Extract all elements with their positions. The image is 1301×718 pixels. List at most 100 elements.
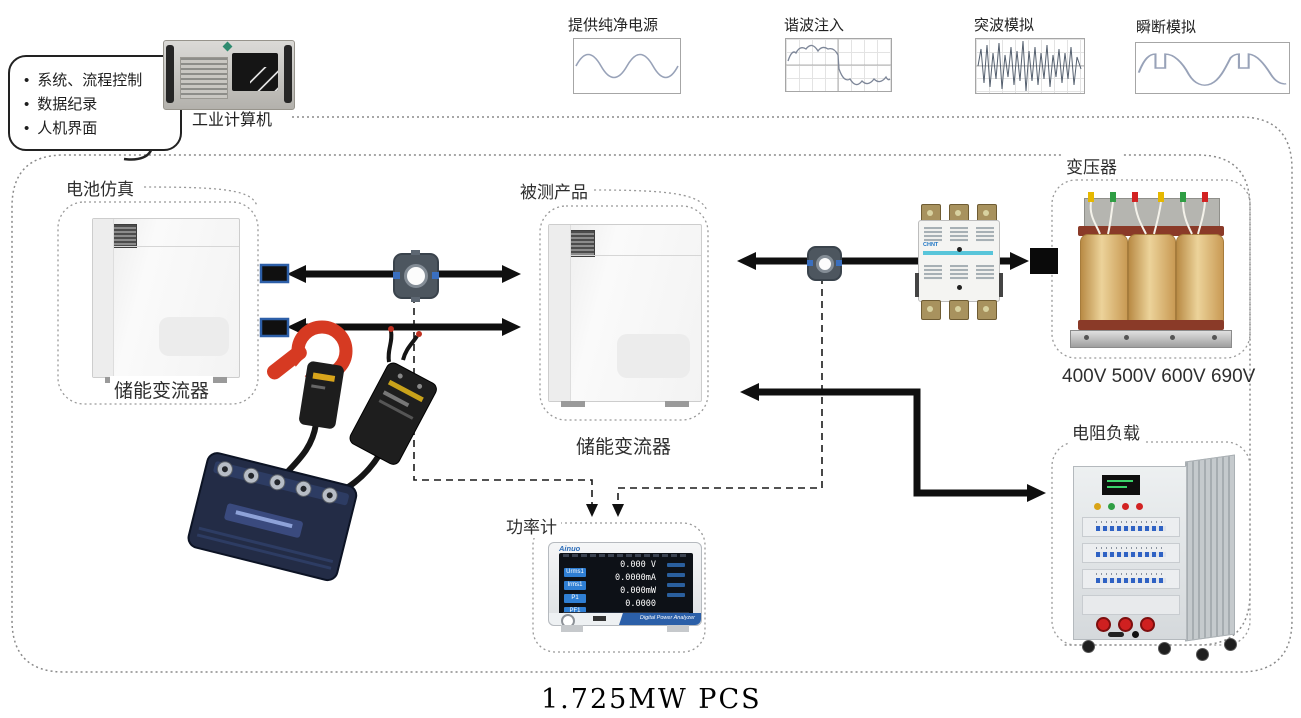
contactor-terminal <box>949 300 969 320</box>
pc-vent-grille <box>180 57 228 99</box>
transformer-box <box>1051 179 1251 359</box>
pc-logo-icon <box>222 41 233 52</box>
wire-nub-red <box>1132 192 1138 202</box>
load-cabinet-image <box>1073 466 1187 640</box>
probe-adapter <box>349 362 437 465</box>
wire-nub-green <box>1180 192 1186 202</box>
harmonic-wave-icon <box>785 38 892 92</box>
contactor-screw <box>957 247 962 252</box>
current-sensor-icon <box>807 246 842 281</box>
clamp-probe-body <box>299 361 344 429</box>
adapter-lead-black <box>386 330 394 363</box>
waveform-label-interrupt: 瞬断模拟 <box>1136 19 1197 36</box>
arrowhead <box>502 318 521 336</box>
contactor-grille <box>976 265 994 280</box>
contactor-image: CHNT <box>915 204 1003 320</box>
transformer-label: 变压器 <box>1062 153 1121 178</box>
callout-bullet-1: •系统、流程控制 <box>24 72 143 89</box>
coil-top-plate <box>1078 226 1224 236</box>
battery-terminal-block <box>259 263 290 284</box>
arrowhead <box>1027 484 1046 502</box>
load-label: 电阻负载 <box>1068 419 1144 444</box>
meter-knob <box>561 614 575 625</box>
sine-wave-icon <box>573 38 681 94</box>
base-bolt <box>1170 335 1175 340</box>
pc-handle <box>166 45 174 103</box>
industrial-computer-label: 工业计算机 <box>192 112 273 129</box>
contactor-grille <box>950 227 968 242</box>
contactor-terminal <box>977 300 997 320</box>
sensor-pin <box>807 260 813 266</box>
waveform-label-surge: 突波模拟 <box>974 17 1035 34</box>
power-meter-product: Digital Power Analyzer <box>639 615 695 621</box>
arrowhead <box>1010 252 1029 270</box>
cabinet-side <box>549 225 572 401</box>
contactor-grille <box>950 265 968 280</box>
cabinet-side <box>93 219 115 377</box>
pc-front-window <box>232 53 278 91</box>
lead-tip-red <box>388 326 394 332</box>
adapter-lead-red <box>401 334 419 361</box>
clamp-jaw-gap <box>294 354 316 378</box>
dut-box <box>539 205 709 421</box>
caster-wheel <box>1224 638 1237 651</box>
diagram-title: 1.725MW PCS <box>541 684 762 715</box>
industrial-computer-image <box>163 40 295 110</box>
daq-unit <box>187 452 358 582</box>
base-bolt <box>1084 335 1089 340</box>
measure-line-ac <box>617 277 823 505</box>
caster-wheel <box>1082 640 1095 653</box>
coil-bottom-plate <box>1078 320 1224 330</box>
waveform-label-clean-power: 提供纯净电源 <box>568 17 659 34</box>
indicator-green <box>1108 503 1115 510</box>
clamp-lever <box>266 344 307 380</box>
contactor-terminal <box>949 204 969 224</box>
measure-line-dc <box>413 296 593 505</box>
breaker-row <box>1082 517 1180 537</box>
cabinet-panel <box>617 334 691 379</box>
meter-foot <box>561 625 583 632</box>
load-cabinet-side <box>1185 454 1235 642</box>
base-bolt <box>1212 335 1217 340</box>
battery-converter-label: 储能变流器 <box>110 376 214 403</box>
contactor-clip <box>915 273 919 297</box>
meter-usb-port <box>593 616 606 621</box>
power-meter-label: 功率计 <box>502 513 561 538</box>
load-display <box>1102 475 1140 495</box>
wire-nub-yellow <box>1088 192 1094 202</box>
breaker-row <box>1082 569 1180 589</box>
callout-bullet-3: •人机界面 <box>24 120 98 137</box>
callout-bullet-2: •数据纪录 <box>24 96 98 113</box>
dut-converter-label: 储能变流器 <box>572 432 676 459</box>
transformer-image <box>1070 190 1232 355</box>
contactor-brand: CHNT <box>923 242 939 248</box>
output-connector <box>1132 631 1139 638</box>
transformer-terminal-block <box>1030 248 1058 274</box>
contactor-clip <box>999 273 1003 297</box>
cabinet-panel <box>158 316 229 357</box>
sensor-aperture <box>816 255 834 273</box>
pc-handle <box>284 45 292 103</box>
wire-nub-green <box>1110 192 1116 202</box>
contactor-grille <box>924 227 942 242</box>
measure-arrowhead <box>586 504 598 517</box>
output-connector <box>1108 632 1124 637</box>
transformer-wires <box>1089 201 1206 235</box>
power-meter-brand: Ainuo <box>559 544 581 553</box>
battery-label-leader <box>143 186 258 207</box>
load-branch-arrow <box>756 388 1029 497</box>
current-sensor-icon <box>393 250 439 302</box>
control-callout: •系统、流程控制 •数据纪录 •人机界面 <box>8 55 182 151</box>
contactor-stripe <box>923 251 993 255</box>
indicator-red <box>1136 503 1143 510</box>
dut-converter-image <box>548 224 702 407</box>
cabinet-foot <box>664 401 689 407</box>
red-button <box>1140 617 1155 632</box>
arrowhead <box>740 383 759 401</box>
cabinet-seam <box>549 254 701 256</box>
